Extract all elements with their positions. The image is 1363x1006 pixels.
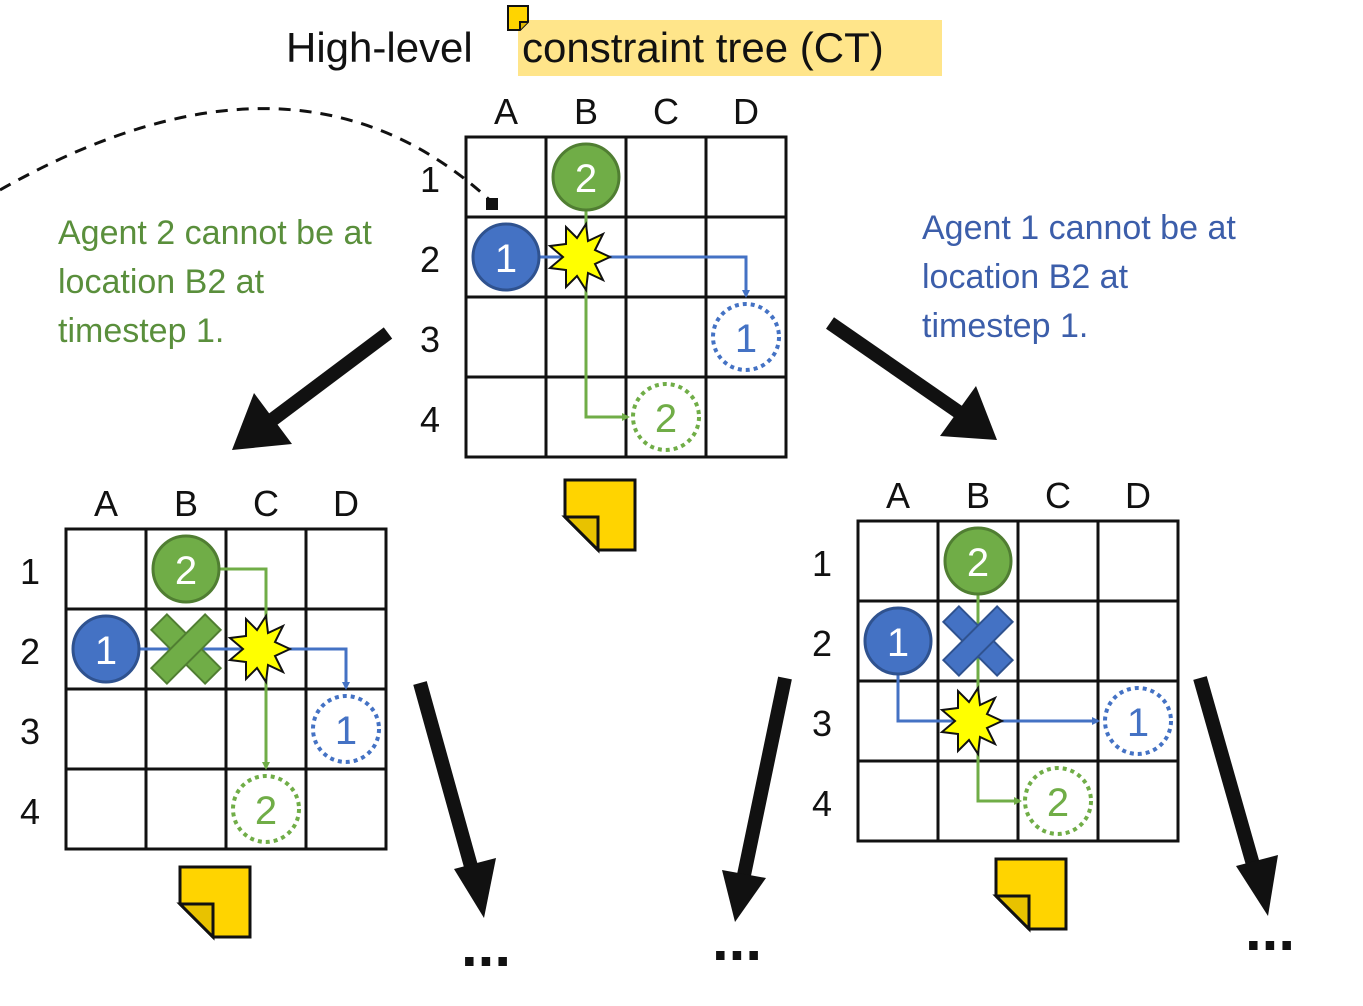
agent2-start: 2	[551, 142, 621, 212]
ct-root-node: A B C D 1 2 3 4 1 2	[420, 91, 788, 459]
agent2-start-label: 2	[175, 549, 197, 593]
constraint-right: Agent 1 cannot be at location B2 at time…	[922, 209, 1236, 345]
constraint-right-line: location B2 at	[922, 258, 1129, 296]
continuation-arrow	[413, 681, 496, 918]
agent1-goal-label: 1	[335, 709, 357, 753]
col-label: C	[653, 91, 679, 132]
row-label: 1	[812, 543, 832, 584]
agent2-goal: 2	[631, 382, 701, 452]
note-icon[interactable]	[992, 857, 1068, 933]
row-label: 4	[20, 791, 40, 832]
grid-top-column-labels: A B C D	[494, 91, 759, 132]
grid-left	[64, 527, 388, 851]
agent2-path	[976, 595, 1022, 805]
row-label: 3	[20, 711, 40, 752]
col-label: B	[966, 475, 990, 516]
continuation-ellipsis: ...	[1245, 896, 1295, 963]
collision-icon	[939, 685, 1005, 757]
agent1-goal: 1	[1103, 686, 1173, 756]
parent-connector	[0, 107, 497, 207]
constraint-cross-icon	[941, 604, 1015, 678]
note-icon[interactable]	[176, 865, 252, 941]
agent1-start: 1	[71, 614, 141, 684]
title-highlight	[518, 20, 942, 76]
continuation-arrow	[722, 676, 792, 922]
col-label: D	[333, 483, 359, 524]
constraint-left-line: Agent 2 cannot be at	[58, 214, 372, 252]
branch-arrow-right	[826, 317, 997, 440]
grid-right-row-labels: 1 2 3 4	[812, 543, 832, 824]
ct-right-child-node: A B C D 1 2 3 4 1	[812, 475, 1180, 843]
constraint-left: Agent 2 cannot be at location B2 at time…	[58, 214, 372, 350]
constraint-right-line: timestep 1.	[922, 307, 1088, 345]
comment-icon[interactable]	[507, 5, 529, 31]
agent1-goal: 1	[711, 302, 781, 372]
continuation-ellipsis: ...	[461, 912, 511, 979]
agent2-start: 2	[943, 526, 1013, 596]
row-label: 3	[420, 319, 440, 360]
row-label: 1	[420, 159, 440, 200]
agent2-start-label: 2	[575, 157, 597, 201]
grid-top-row-labels: 1 2 3 4	[420, 159, 440, 440]
constraint-left-line: location B2 at	[58, 263, 265, 301]
collision-icon	[227, 613, 293, 685]
col-label: D	[1125, 475, 1151, 516]
row-label: 4	[812, 783, 832, 824]
agent1-goal-label: 1	[735, 317, 757, 361]
col-label: C	[1045, 475, 1071, 516]
row-label: 1	[20, 551, 40, 592]
note-icon[interactable]	[561, 478, 637, 554]
agent1-path	[140, 647, 350, 690]
agent1-start: 1	[471, 222, 541, 292]
agent2-goal: 2	[231, 774, 301, 844]
agent2-path	[584, 205, 630, 421]
row-label: 2	[812, 623, 832, 664]
title-prefix: High-level	[286, 24, 473, 71]
constraint-right-line: Agent 1 cannot be at	[922, 209, 1236, 247]
row-label: 3	[812, 703, 832, 744]
agent2-goal-label: 2	[255, 789, 277, 833]
agent1-start-label: 1	[887, 621, 909, 665]
agent2-start: 2	[151, 534, 221, 604]
row-label: 4	[420, 399, 440, 440]
row-label: 2	[20, 631, 40, 672]
continuation-arrow	[1193, 676, 1278, 916]
agent1-start-label: 1	[95, 629, 117, 673]
agent1-goal: 1	[311, 694, 381, 764]
col-label: D	[733, 91, 759, 132]
agent2-goal: 2	[1023, 766, 1093, 836]
collision-icon	[547, 221, 613, 293]
agent2-goal-label: 2	[1047, 781, 1069, 825]
grid-left-row-labels: 1 2 3 4	[20, 551, 40, 832]
grid-top	[464, 135, 788, 459]
agent1-path	[896, 675, 1100, 725]
grid-right	[856, 519, 1180, 843]
agent2-path	[220, 567, 270, 770]
grid-left-column-labels: A B C D	[94, 483, 359, 524]
title-highlight-text: constraint tree (CT)	[522, 24, 884, 71]
ct-left-child-node: A B C D 1 2 3 4 1	[20, 483, 388, 851]
connector-end	[486, 198, 498, 210]
branch-arrow-left	[232, 327, 393, 450]
col-label: B	[174, 483, 198, 524]
col-label: A	[494, 91, 518, 132]
agent2-start-label: 2	[967, 541, 989, 585]
col-label: C	[253, 483, 279, 524]
row-label: 2	[420, 239, 440, 280]
continuation-ellipsis: ...	[712, 906, 762, 973]
col-label: A	[886, 475, 910, 516]
agent1-goal-label: 1	[1127, 701, 1149, 745]
constraint-cross-icon	[149, 612, 223, 686]
col-label: A	[94, 483, 118, 524]
agent2-goal-label: 2	[655, 397, 677, 441]
col-label: B	[574, 91, 598, 132]
agent1-start-label: 1	[495, 237, 517, 281]
grid-right-column-labels: A B C D	[886, 475, 1151, 516]
constraint-left-line: timestep 1.	[58, 312, 224, 350]
agent1-start: 1	[863, 606, 933, 676]
